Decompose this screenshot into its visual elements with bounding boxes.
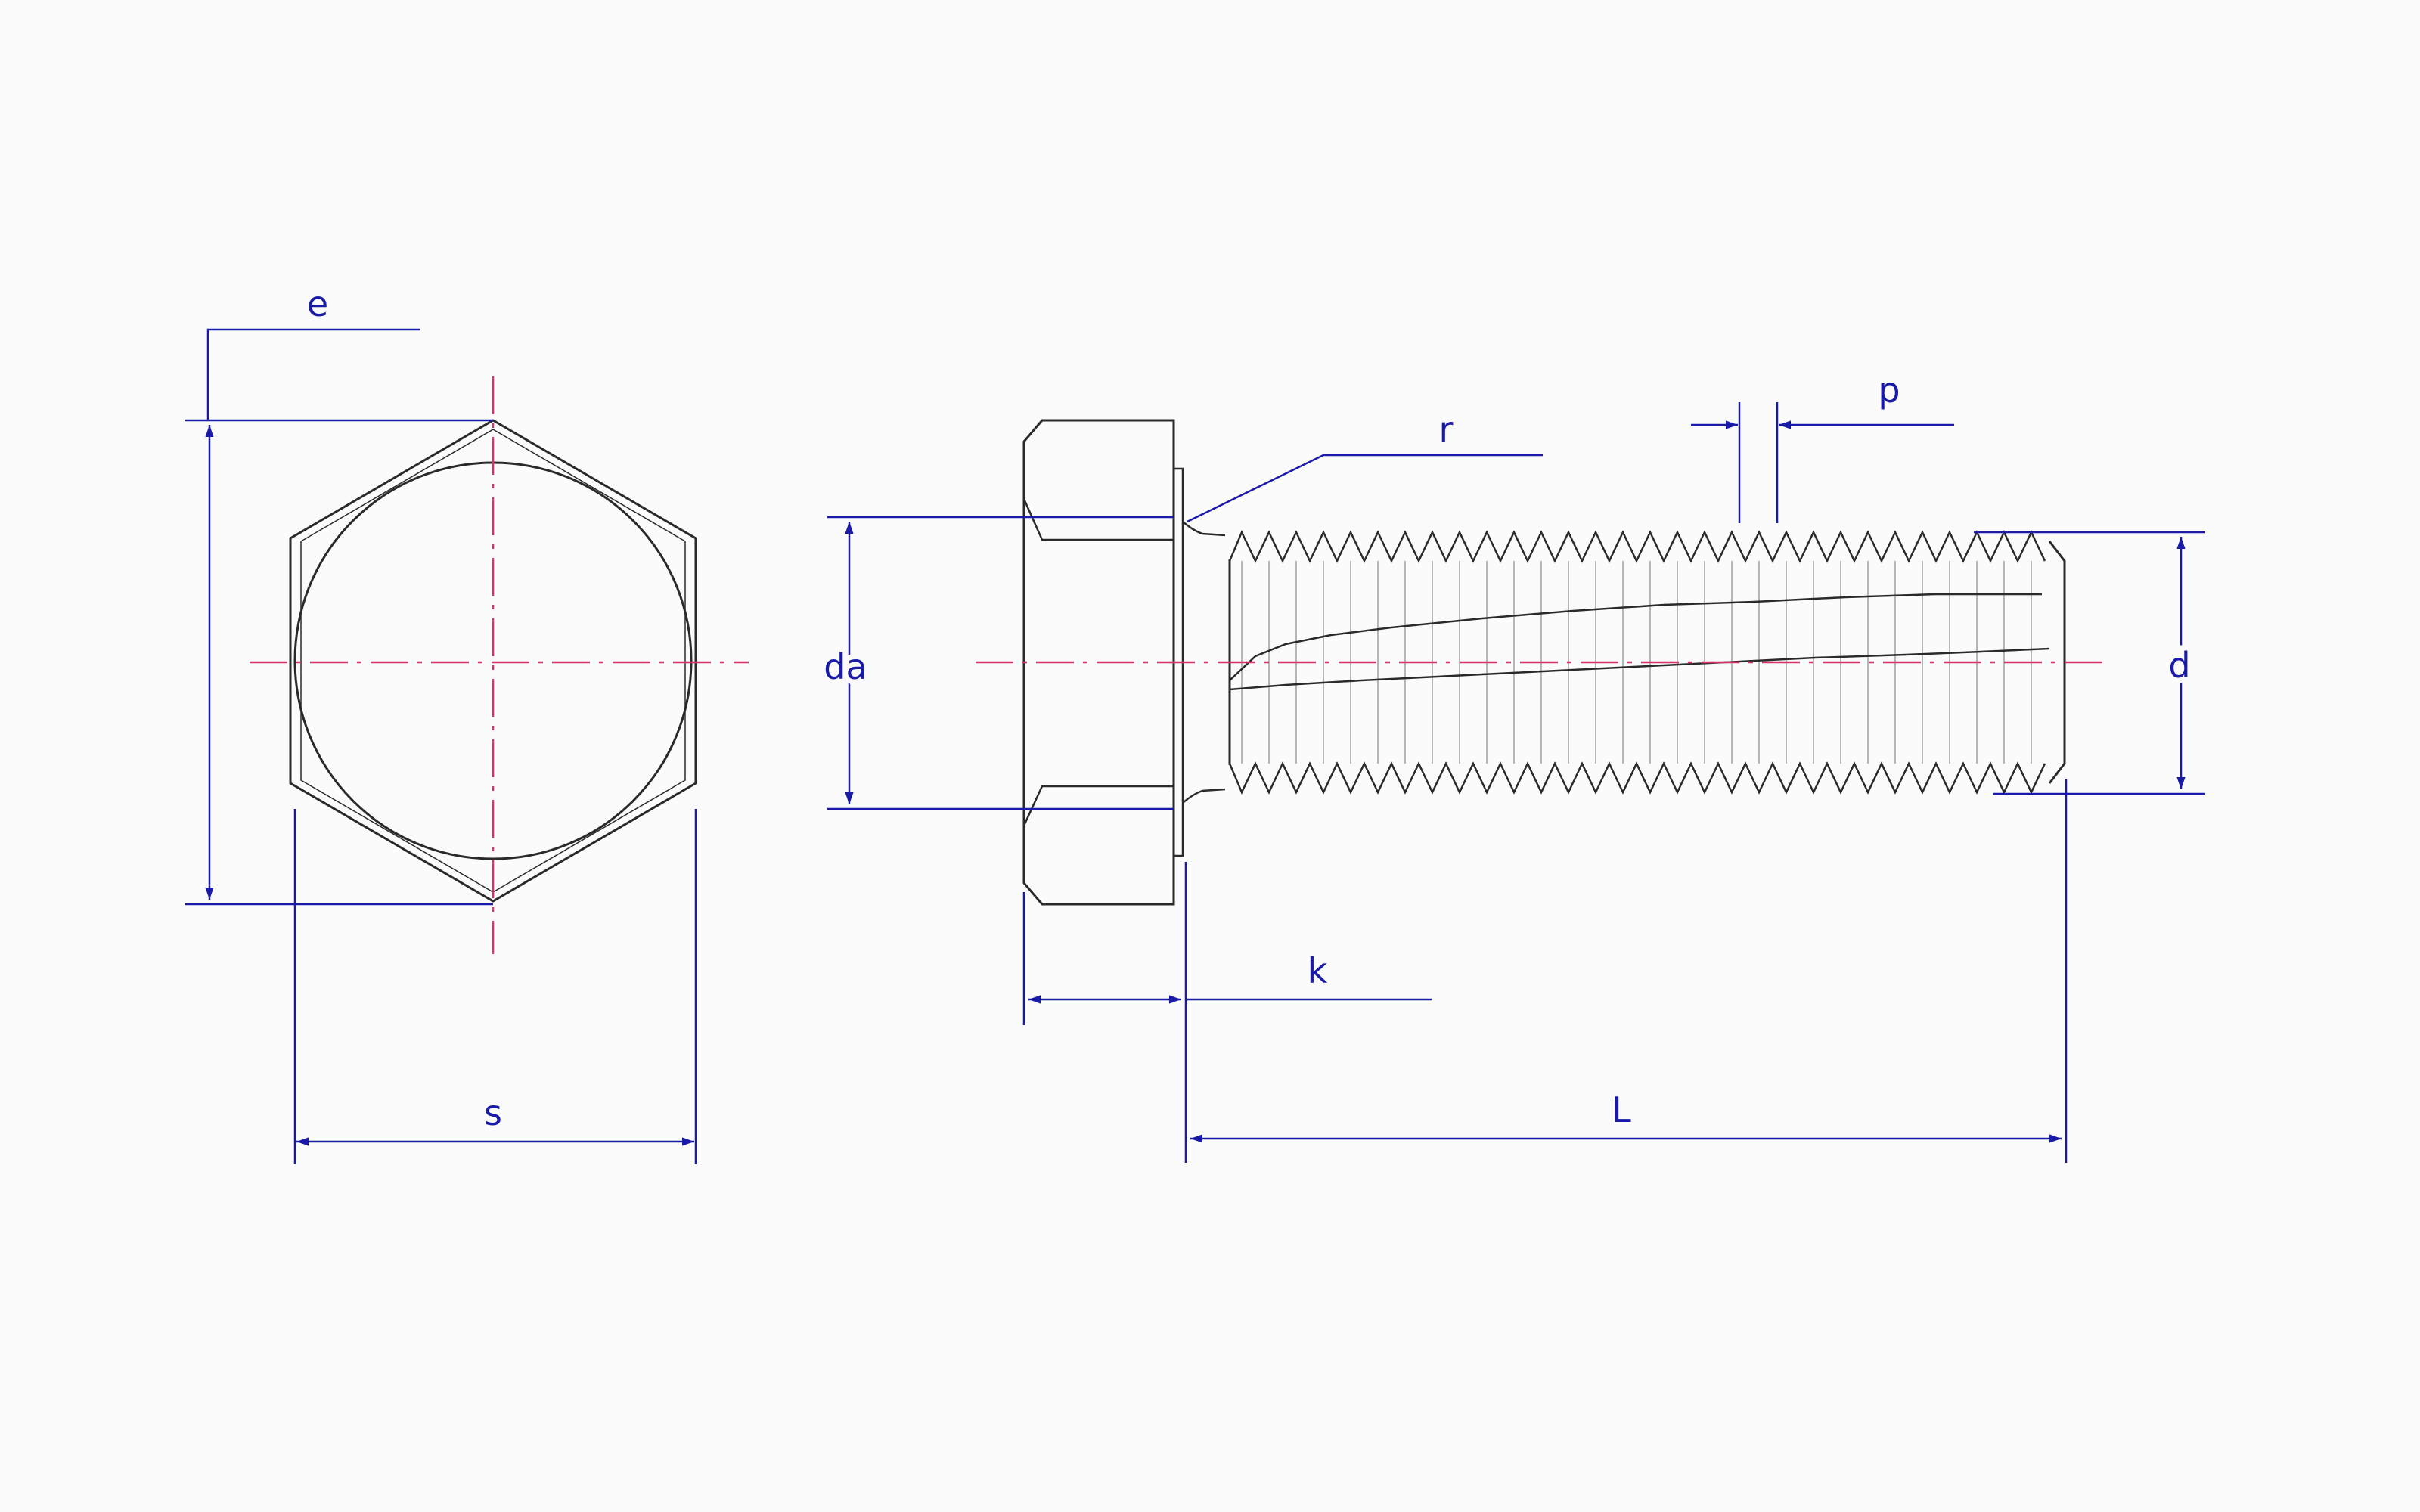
label-k: k <box>1308 950 1328 991</box>
label-e: e <box>307 284 328 324</box>
bolt-head <box>1022 419 1175 906</box>
thread-crest-bottom <box>1228 761 2046 795</box>
hex-outline <box>289 419 697 903</box>
thread-helix-lower <box>1229 647 2050 691</box>
label-L: L <box>1612 1089 1631 1130</box>
dimension-s <box>293 809 697 1164</box>
dimension-da <box>827 516 1174 810</box>
label-r: r <box>1439 409 1454 450</box>
dimension-p <box>1691 402 1954 523</box>
label-da: da <box>824 646 867 687</box>
head-facet-upper <box>1022 498 1174 541</box>
label-s: s <box>484 1092 502 1133</box>
leader-r <box>1187 454 1543 523</box>
dimension-e <box>185 328 493 906</box>
label-d: d <box>2168 645 2190 686</box>
dimension-d <box>1974 531 2205 795</box>
thread-helix-upper <box>1229 593 2042 681</box>
neck-fillet <box>1182 521 1226 804</box>
thread-crest-top <box>1228 529 2046 563</box>
label-p: p <box>1878 370 1900 411</box>
dimension-k <box>1022 862 1432 1163</box>
head-facet-lower <box>1022 785 1174 826</box>
dimension-L <box>1190 779 2068 1163</box>
end-view <box>250 376 749 954</box>
